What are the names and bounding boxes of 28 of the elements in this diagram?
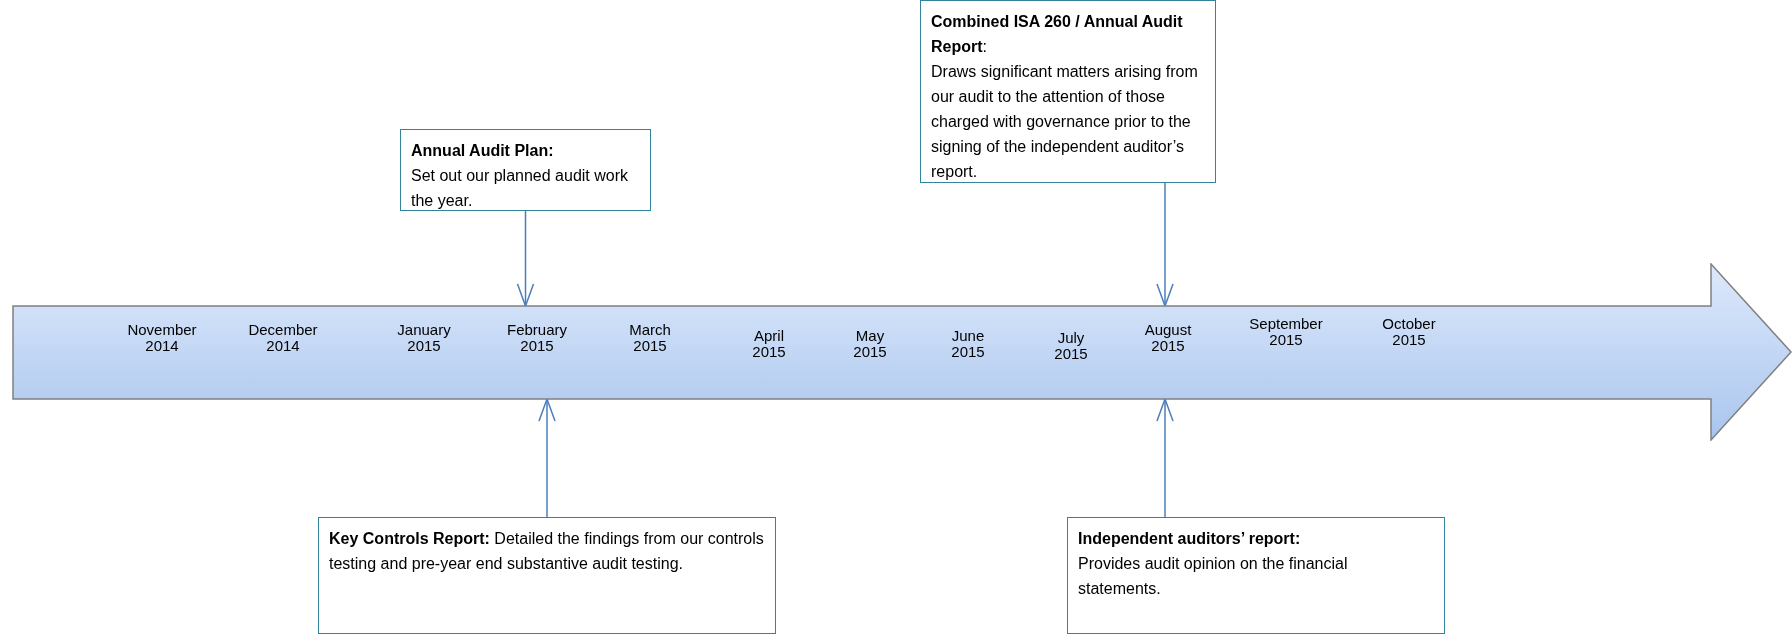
month-label: November 2014: [127, 322, 197, 354]
month-label: June 2015: [951, 328, 985, 360]
month-label: October 2015: [1382, 316, 1436, 348]
box-heading: Independent auditors’ report:: [1078, 529, 1302, 549]
box-heading: Combined ISA 260 / Annual Audit Report:: [931, 12, 1184, 57]
box-text: Draws significant matters arising from our audit to the attention of those charged with governance prior to the signing of the independent auditor’s report.: [931, 62, 1199, 182]
month-label: May 2015: [853, 328, 887, 360]
box-text: Set out our planned audit work the year.: [411, 166, 630, 211]
box-heading: Annual Audit Plan:: [411, 141, 555, 161]
timeline-arrow: [12, 263, 1792, 441]
month-label: April 2015: [752, 328, 786, 360]
arrow: [538, 398, 556, 518]
month-label: December 2014: [248, 322, 318, 354]
month-label: August 2015: [1144, 322, 1192, 354]
callout-box: [318, 517, 776, 634]
month-label: January 2015: [397, 322, 451, 354]
callout-box: [400, 129, 651, 211]
arrow: [516, 210, 535, 307]
month-label: July 2015: [1054, 330, 1088, 362]
arrow: [1156, 182, 1174, 307]
month-label: September 2015: [1249, 316, 1323, 348]
month-label: March 2015: [629, 322, 671, 354]
arrow: [1156, 398, 1174, 518]
box-text: Key Controls Report: Detailed the findings from our controls testing and pre-year end substantive audit testing.: [329, 529, 765, 574]
callout-box: [1067, 517, 1445, 634]
box-text: Provides audit opinion on the financial statements.: [1078, 554, 1349, 599]
callout-box: [920, 0, 1216, 183]
month-label: February 2015: [507, 322, 567, 354]
